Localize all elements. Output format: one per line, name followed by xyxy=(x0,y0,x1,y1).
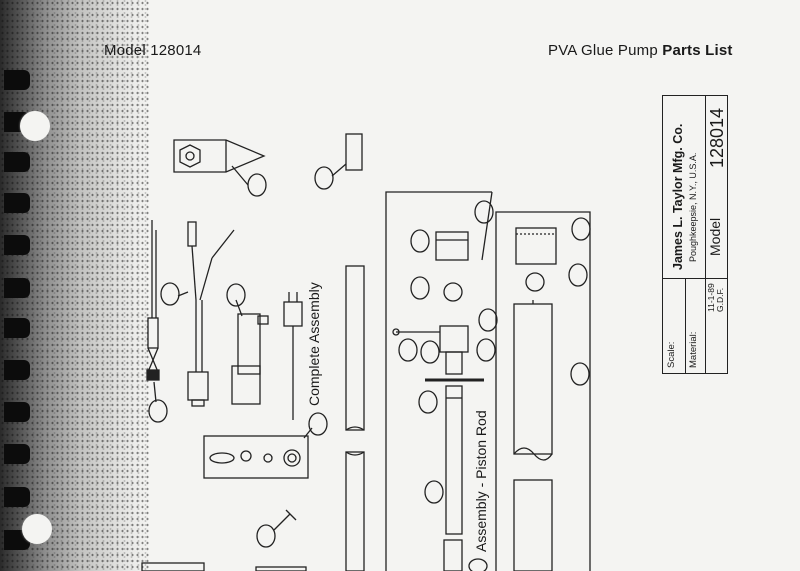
binding-comb-tooth xyxy=(4,152,30,172)
model-header: Model 128014 xyxy=(104,42,202,59)
binding-comb-tooth xyxy=(4,402,30,422)
part-probe-icon xyxy=(146,220,168,423)
piston-rod-assembly-label: Assembly - Piston Rod xyxy=(473,410,489,552)
parts-list-label: Parts List xyxy=(662,42,733,59)
binding-comb-tooth xyxy=(4,70,30,90)
part-plug-icon xyxy=(283,292,303,420)
scale-label: Scale: xyxy=(666,341,677,368)
title-block-material-cell: Material: xyxy=(685,278,706,373)
title-block: James L. Taylor Mfg. Co. Poughkeepsie, N… xyxy=(662,95,728,374)
company-location: Poughkeepsie, N.Y., U.S.A. xyxy=(688,152,698,262)
binding-comb-tooth xyxy=(4,318,30,338)
part-cap-icon xyxy=(410,200,494,261)
model-number: 128014 xyxy=(707,107,727,168)
model-word: Model xyxy=(707,217,723,256)
binding-comb-tooth xyxy=(4,487,30,507)
binding-comb-tooth xyxy=(4,193,30,213)
complete-assembly-label: Complete Assembly xyxy=(306,282,322,406)
title-block-model-cell: 128014 Model xyxy=(705,96,727,279)
binding-comb-tooth xyxy=(4,444,30,464)
part-small-tab-icon xyxy=(256,509,297,548)
part-ball-icon xyxy=(410,263,588,302)
part-electrode-cable-icon xyxy=(160,221,235,407)
part-bottom-bars-icon xyxy=(141,558,488,571)
binding-comb-tooth xyxy=(4,278,30,298)
binding-comb-tooth xyxy=(4,360,30,380)
binder-hole xyxy=(22,514,52,544)
drafter-initials: G.D.F. xyxy=(715,287,725,312)
title-header: PVA Glue Pump Parts List xyxy=(548,42,733,59)
part-control-panel-icon xyxy=(203,412,328,479)
product-name: PVA Glue Pump xyxy=(548,42,658,59)
part-piston-rod-icon xyxy=(418,385,463,571)
binding-comb-tooth xyxy=(4,235,30,255)
title-block-date-cell: 11-1-89 G.D.F. xyxy=(705,278,727,373)
binder-hole xyxy=(20,111,50,141)
part-filter-block-icon xyxy=(515,217,591,265)
part-block-icon xyxy=(314,133,363,190)
part-cylinder-icon xyxy=(513,300,590,571)
part-connector-housing-icon xyxy=(226,283,269,405)
part-long-rod-icon xyxy=(345,265,365,571)
title-block-company-cell: James L. Taylor Mfg. Co. Poughkeepsie, N… xyxy=(663,96,706,279)
title-block-scale-cell: Scale: xyxy=(663,278,686,373)
part-valve-body-icon xyxy=(392,308,498,375)
part-cone-fitting-icon xyxy=(173,139,267,197)
material-label: Material: xyxy=(688,331,699,368)
company-name: James L. Taylor Mfg. Co. xyxy=(671,123,685,270)
